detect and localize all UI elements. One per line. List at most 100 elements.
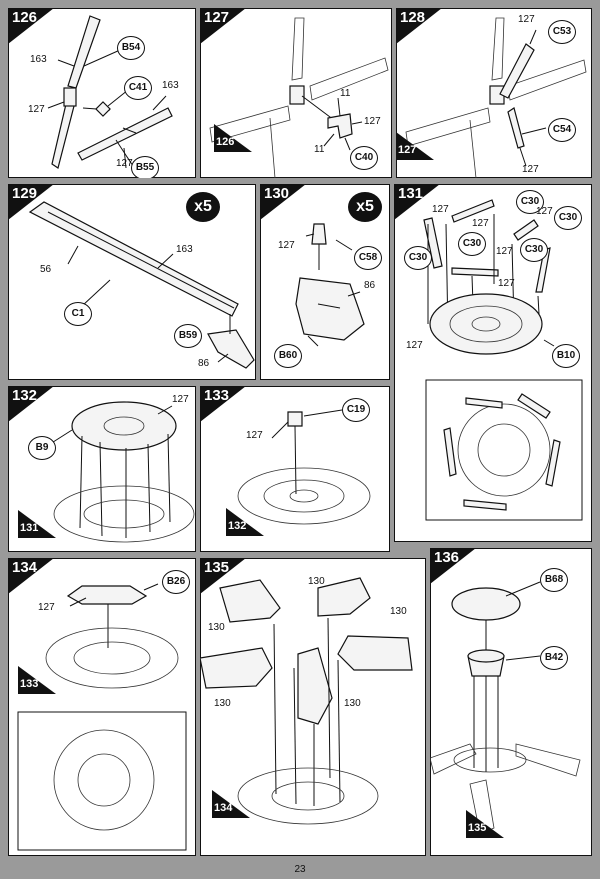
step-131-number: 131: [398, 185, 424, 202]
step-128-illustration: [405, 17, 587, 178]
part-callout-b60: B60: [274, 344, 302, 368]
part-number-label: 127: [28, 104, 45, 115]
part-number-label: 127: [522, 164, 539, 175]
part-callout-b54: B54: [117, 36, 145, 60]
ref-131-label: 131: [20, 522, 39, 534]
step-131-badge: [394, 184, 440, 220]
step-128-badge: [396, 8, 442, 44]
part-number-label: 127: [536, 206, 553, 217]
step-134-number: 134: [12, 559, 38, 576]
step-132-number: 132: [12, 387, 38, 404]
step-135-panel: 135 130 130 130 130 130 134: [200, 558, 426, 856]
step-133-illustration: [237, 409, 371, 525]
part-number-label: 127: [246, 430, 263, 441]
step-129-panel: 129 x5 C1 B59 56 163 86: [8, 184, 256, 380]
part-number-label: 130: [308, 576, 325, 587]
part-number-label: 163: [162, 80, 179, 91]
part-number-label: 127: [172, 394, 189, 405]
ref-127-badge: [396, 132, 434, 160]
part-number-label: 127: [496, 246, 513, 257]
step-129-number: 129: [12, 185, 38, 202]
step-127-badge: [200, 8, 246, 44]
part-number-label: 127: [518, 14, 535, 25]
part-number-label: 127: [38, 602, 55, 613]
step-134-badge: [8, 558, 54, 594]
step-128-panel: 128 C53 C54 127 127 127: [396, 8, 592, 178]
step-131-illustration: [423, 199, 583, 521]
step-132-badge: [8, 386, 54, 422]
step-130-number: 130: [264, 185, 290, 202]
step-127-illustration: [209, 17, 389, 178]
step-133-panel: 133 C19 127 132: [200, 386, 390, 552]
part-number-label: 11: [314, 144, 325, 155]
step-133-badge: [200, 386, 246, 422]
part-callout-b10: B10: [552, 344, 580, 368]
step-126-illustration: [47, 15, 173, 169]
ref-135-label: 135: [468, 822, 487, 834]
step-135-illustration: [200, 577, 413, 825]
step-126-badge: [8, 8, 54, 44]
part-number-label: 130: [208, 622, 225, 633]
part-callout-c30: C30: [516, 190, 544, 214]
ref-132-label: 132: [228, 520, 247, 532]
part-callout-c1: C1: [64, 302, 92, 326]
part-callout-b26: B26: [162, 570, 190, 594]
step-134-panel: 134 B26 127 133: [8, 558, 196, 856]
part-number-label: 127: [278, 240, 295, 251]
step-132-panel: 132 B9 127 131: [8, 386, 196, 552]
step-126-number: 126: [12, 9, 38, 26]
part-callout-b9: B9: [28, 436, 56, 460]
step-136-panel: 136 B68 B42 135: [430, 548, 592, 856]
part-callout-b42: B42: [540, 646, 568, 670]
part-callout-b55: B55: [131, 156, 159, 178]
part-callout-c30: C30: [554, 206, 582, 230]
part-number-label: 127: [432, 204, 449, 215]
step-136-number: 136: [434, 549, 460, 566]
part-callout-b59: B59: [174, 324, 202, 348]
part-number-label: 127: [498, 278, 515, 289]
part-callout-c58: C58: [354, 246, 382, 270]
ref-127-label: 127: [398, 144, 417, 156]
part-number-label: 11: [340, 88, 351, 99]
part-number-label: 127: [116, 158, 133, 169]
part-number-label: 127: [406, 340, 423, 351]
step-130-badge: [260, 184, 306, 220]
ref-126-badge: [214, 124, 252, 152]
part-number-label: 86: [198, 358, 210, 369]
ref-135-badge: [466, 810, 504, 838]
part-callout-c41: C41: [124, 76, 152, 100]
step-130-panel: 130 x5 C58 B60 127 86: [260, 184, 390, 380]
ref-133-label: 133: [20, 678, 39, 690]
part-number-label: 163: [176, 244, 193, 255]
step-127-panel: 127 C40 11 11 127 126: [200, 8, 392, 178]
ref-131-badge: [18, 510, 56, 538]
part-callout-c54: C54: [548, 118, 576, 142]
step-136-illustration: [430, 581, 581, 835]
step-134-illustration: [17, 583, 187, 851]
part-number-label: 130: [390, 606, 407, 617]
step-135-number: 135: [204, 559, 230, 576]
part-number-label: 130: [344, 698, 361, 709]
ref-134-label: 134: [214, 802, 233, 814]
step-126-panel: 126 B54 C41 B55 163 127 163 1: [8, 8, 196, 178]
part-number-label: 130: [214, 698, 231, 709]
part-callout-b68: B68: [540, 568, 568, 592]
part-callout-c19: C19: [342, 398, 370, 422]
part-number-label: 127: [472, 218, 489, 229]
part-callout-c30: C30: [520, 238, 548, 262]
ref-133-badge: [18, 666, 56, 694]
step-131-panel: 131: [394, 184, 592, 542]
step-133-number: 133: [204, 387, 230, 404]
step-130-illustration: [295, 223, 365, 347]
step-127-number: 127: [204, 9, 230, 26]
part-callout-c30: C30: [458, 232, 486, 256]
part-callout-c53: C53: [548, 20, 576, 44]
part-number-label: 86: [364, 280, 376, 291]
part-number-label: 163: [30, 54, 47, 65]
step-136-badge: [430, 548, 476, 584]
part-callout-c30: C30: [404, 246, 432, 270]
part-callout-c40: C40: [350, 146, 378, 170]
quantity-x5-badge: x5: [348, 192, 382, 222]
part-number-label: 127: [364, 116, 381, 127]
